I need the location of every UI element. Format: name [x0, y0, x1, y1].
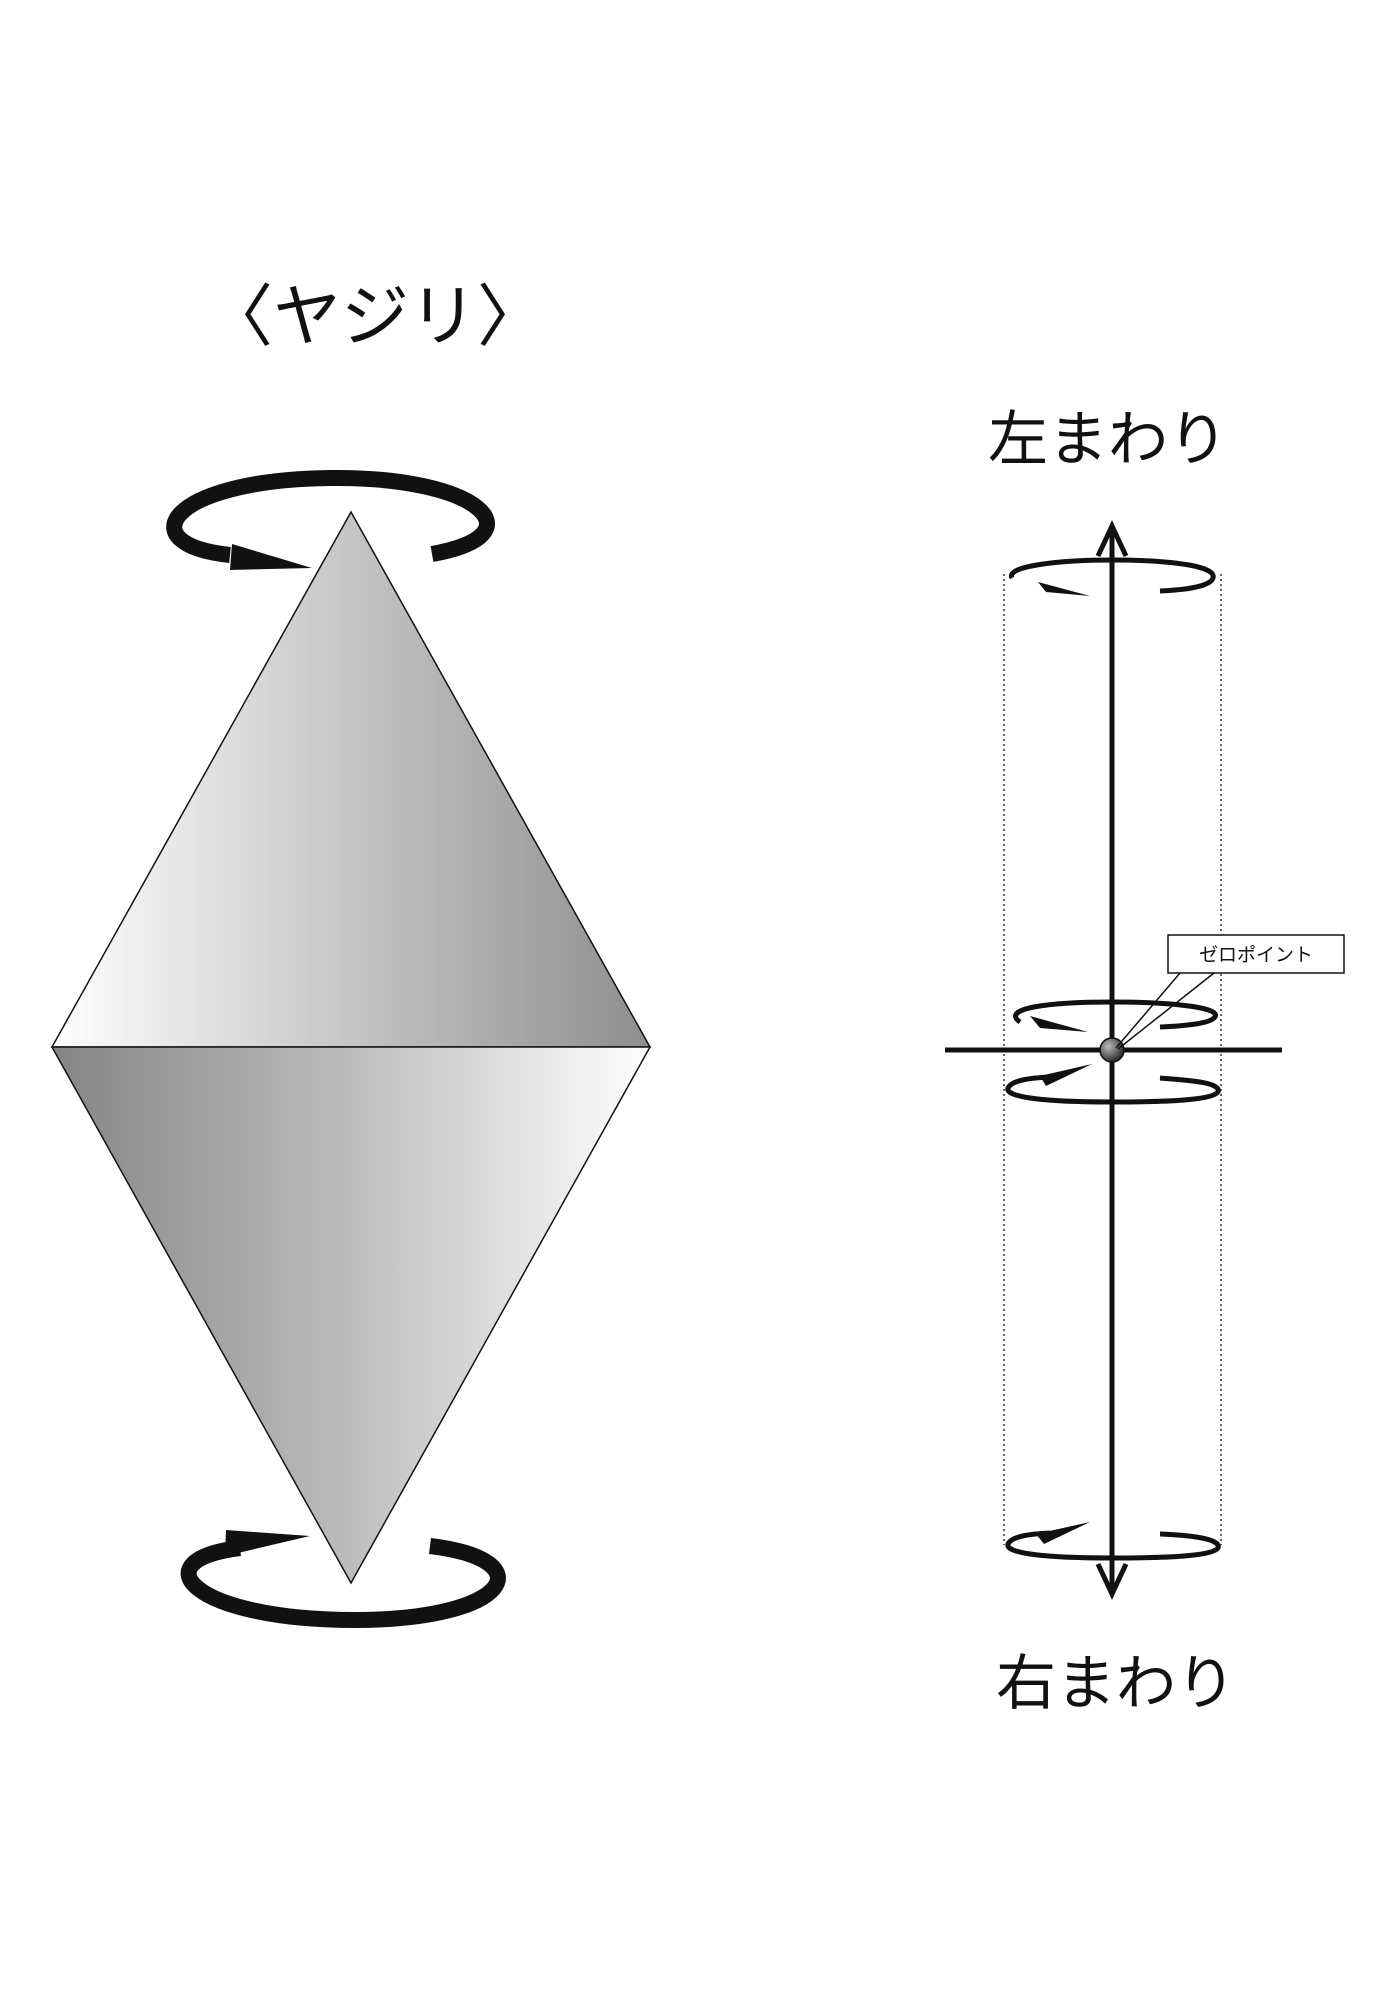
zero-point-callout: ゼロポイント: [1115, 934, 1345, 1050]
page-title: 〈ヤジリ〉: [205, 278, 545, 357]
top-rotation-arrow-icon: [166, 469, 495, 570]
upper-middle-ring-arrow-icon: [1013, 999, 1219, 1032]
cylinder-outline: [1003, 574, 1222, 1545]
diamond-lower-face: [50, 1046, 652, 1585]
zero-point-label: ゼロポイント: [1199, 944, 1313, 966]
left-rotation-label: 左まわり: [988, 405, 1228, 475]
bottom-ring-arrow-icon: [1005, 1522, 1221, 1561]
bottom-rotation-arrow-icon: [180, 1530, 506, 1629]
lower-middle-ring-arrow-icon: [1005, 1064, 1221, 1105]
right-rotation-label: 右まわり: [996, 1649, 1236, 1719]
top-ring-arrow-icon: [1009, 557, 1216, 596]
yajiri-diamond: [50, 510, 652, 1585]
zero-point-marker: [1099, 1037, 1125, 1063]
zero-point-callout-box: [1167, 934, 1345, 974]
diamond-upper-face: [50, 510, 652, 1048]
